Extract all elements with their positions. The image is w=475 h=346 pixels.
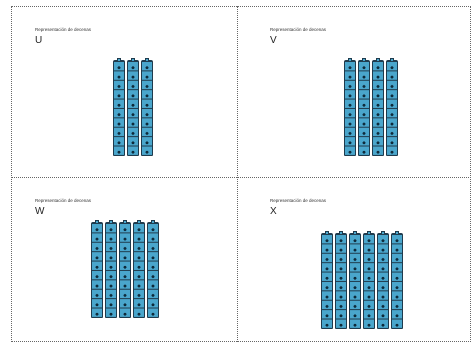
tens-rod [119,222,131,318]
tens-rod [386,60,398,156]
panel-w-tens-rods [91,222,161,318]
panel-x-letter: X [270,207,277,217]
tens-rod [105,222,117,318]
tens-rod [91,222,103,318]
tens-rod [127,60,139,156]
panel-u-letter: U [35,36,42,46]
tens-rod [321,233,333,329]
panel-u-caption: Representación de decenas [35,27,91,32]
panel-w-letter: W [35,207,44,217]
panel-x-tens-rods [321,233,405,329]
panel-v-letter: V [270,36,277,46]
tens-rod [358,60,370,156]
panel-w-caption: Representación de decenas [35,198,91,203]
panel-v-caption: Representación de decenas [270,27,326,32]
tens-rod [349,233,361,329]
tens-rod [147,222,159,318]
tens-rod [133,222,145,318]
grid-divider-horizontal [11,177,471,178]
grid-divider-vertical [237,6,238,342]
tens-rod [372,60,384,156]
tens-rod [335,233,347,329]
tens-rod [344,60,356,156]
tens-rod [377,233,389,329]
tens-rod [141,60,153,156]
panel-u-tens-rods [113,60,155,156]
panel-x-caption: Representación de decenas [270,198,326,203]
tens-rod [363,233,375,329]
panel-v-tens-rods [344,60,400,156]
tens-rod [391,233,403,329]
tens-rod [113,60,125,156]
